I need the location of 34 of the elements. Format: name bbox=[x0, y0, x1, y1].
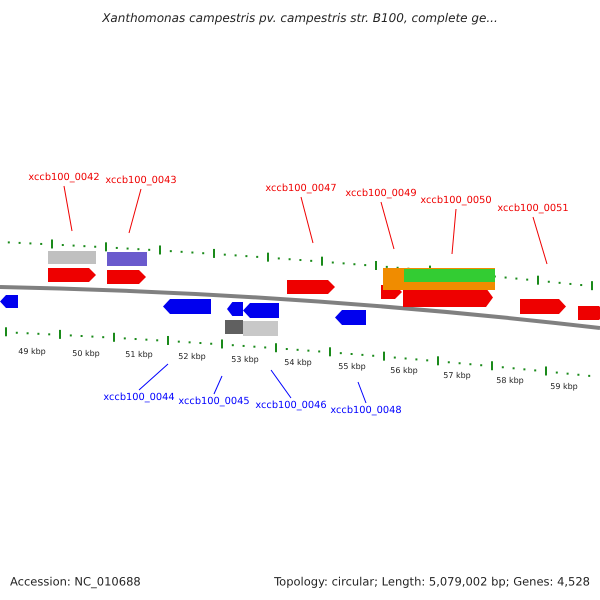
scale-label: 56 kbp bbox=[390, 367, 418, 375]
scale-label: 52 kbp bbox=[178, 353, 206, 361]
leader-line bbox=[214, 376, 222, 394]
gene-label: xccb100_0050 bbox=[420, 196, 492, 206]
scale-label: 54 kbp bbox=[284, 359, 312, 367]
leader-line bbox=[138, 364, 168, 390]
scale-label: 51 kbp bbox=[125, 351, 153, 359]
scale-label: 55 kbp bbox=[338, 363, 366, 371]
scale-label: 57 kbp bbox=[443, 372, 471, 380]
accession-text: Accession: NC_010688 bbox=[10, 576, 141, 588]
leader-line bbox=[64, 186, 72, 232]
gene-label: xccb100_0044 bbox=[103, 393, 175, 403]
gene-label: xccb100_0042 bbox=[28, 173, 100, 183]
gene-label: xccb100_0045 bbox=[178, 397, 250, 407]
leader-line bbox=[358, 382, 366, 404]
summary-text: Topology: circular; Length: 5,079,002 bp; Genes: 4,528 bbox=[274, 576, 590, 588]
scale-label: 58 kbp bbox=[496, 377, 524, 385]
scale-label: 49 kbp bbox=[18, 348, 46, 356]
leader-line bbox=[380, 202, 394, 250]
gene-label: xccb100_0049 bbox=[345, 189, 417, 199]
title: Xanthomonas campestris pv. campestris str. B100, complete ge... bbox=[102, 12, 498, 24]
scale-label: 59 kbp bbox=[550, 383, 578, 391]
gene-label: xccb100_0043 bbox=[105, 176, 177, 186]
gene-label: xccb100_0047 bbox=[265, 184, 337, 194]
leader-line bbox=[532, 216, 548, 264]
leader-line bbox=[452, 208, 456, 254]
gene-label: xccb100_0051 bbox=[497, 204, 569, 214]
gene-label: xccb100_0046 bbox=[255, 401, 327, 411]
gene-label: xccb100_0048 bbox=[330, 406, 402, 416]
scale-label: 50 kbp bbox=[72, 350, 100, 358]
leader-line bbox=[128, 188, 142, 234]
scale-label: 53 kbp bbox=[231, 356, 259, 364]
leader-line bbox=[270, 370, 292, 398]
leader-line bbox=[300, 196, 314, 244]
